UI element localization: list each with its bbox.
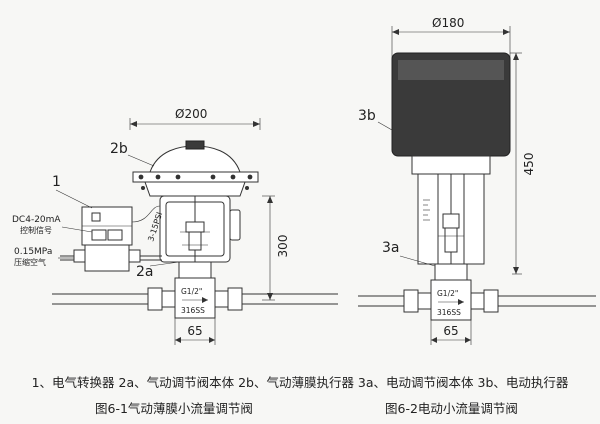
dimension-d180: Ø180: [432, 16, 464, 30]
electric-valve-assembly: Ø180 G1/2" 316SS: [358, 16, 596, 345]
dimension-300: 300: [276, 235, 290, 258]
converter-base: [84, 244, 130, 272]
diaphragm-actuator: [149, 145, 241, 173]
actuator-flange: [132, 171, 259, 183]
air-label: 压缩空气: [14, 257, 46, 267]
fitting-right: [227, 287, 243, 311]
callout-3b: 3b: [358, 108, 376, 124]
fitting-left: [147, 287, 163, 311]
valve-body-2a: [178, 261, 212, 279]
parts-legend: 1、电气转换器 2a、气动调节阀本体 2b、气动薄膜执行器 3a、电动调节阀本体…: [31, 375, 569, 390]
valve-body-lower: [174, 277, 216, 319]
dimension-d200: Ø200: [175, 107, 207, 121]
dimension-65-right: 65: [443, 324, 458, 338]
actuator-top-cap: [185, 140, 205, 150]
signal-label: 控制信号: [20, 225, 52, 235]
fitting-right-2: [483, 289, 499, 313]
actuator-base: [411, 155, 491, 175]
callout-2b: 2b: [110, 141, 128, 157]
air-pressure: 0.15MPa: [14, 247, 52, 257]
figure-caption-6-1: 图6-1气动薄膜小流量调节阀: [95, 401, 253, 416]
pipe-material-right: 316SS: [437, 308, 461, 317]
pipe-material-left: 316SS: [181, 306, 205, 315]
callout-2a: 2a: [136, 264, 154, 280]
callout-3a: 3a: [382, 240, 400, 256]
dimension-65-left: 65: [187, 324, 202, 338]
pneumatic-valve-assembly: Ø200 G1/2" 316SS: [12, 107, 338, 345]
pipe-size-left: G1/2": [181, 287, 202, 296]
actuator-lower-housing: [144, 181, 246, 197]
dimension-450: 450: [522, 153, 536, 176]
pipe-size-right: G1/2": [437, 289, 458, 298]
signal-range: DC4-20mA: [12, 215, 61, 225]
figure-caption-6-2: 图6-2电动小流量调节阀: [385, 401, 518, 416]
fitting-right-1: [403, 289, 419, 313]
callout-1: 1: [52, 174, 61, 190]
valve-body-3a: [434, 263, 468, 281]
